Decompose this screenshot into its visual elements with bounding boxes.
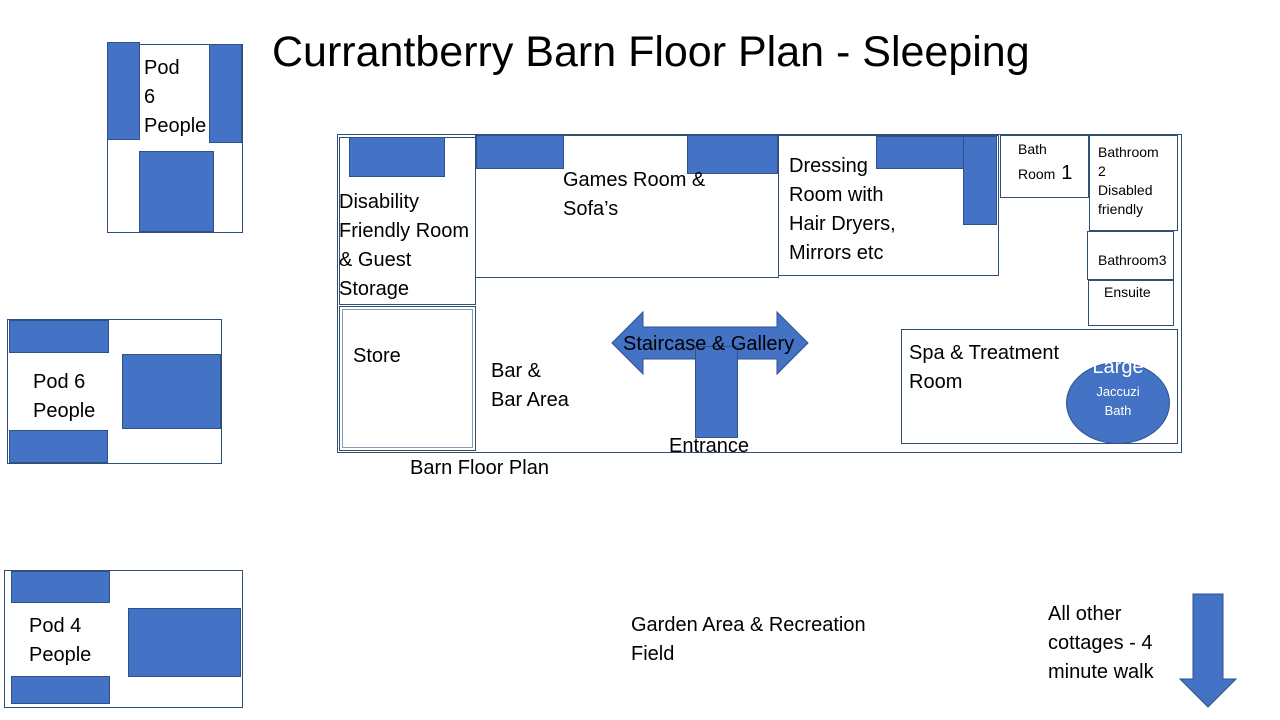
pod-6-top-bed-bottom bbox=[139, 151, 214, 232]
pod-4-bed-top bbox=[11, 571, 110, 603]
pod-6-top-label: Pod 6 People bbox=[144, 57, 207, 137]
bathroom-1 bbox=[1000, 135, 1089, 198]
bathroom-1-label-a: Bath bbox=[1018, 141, 1047, 157]
bathroom-3-label: Bathroom3 bbox=[1098, 252, 1167, 268]
pod-6-middle-bed-bottom bbox=[9, 430, 108, 463]
jacuzzi-large-label: Large bbox=[1092, 356, 1144, 378]
games-room-sofa-right bbox=[687, 135, 778, 174]
disability-room-bed bbox=[349, 137, 445, 177]
store-inner bbox=[342, 309, 473, 448]
store-label: Store bbox=[353, 345, 401, 367]
entrance-label: Entrance bbox=[669, 435, 750, 457]
page-title: Currantberry Barn Floor Plan - Sleeping bbox=[272, 28, 1030, 76]
pod-4-bed-bottom bbox=[11, 676, 110, 704]
jacuzzi-label: Jaccuzi Bath bbox=[1096, 384, 1140, 418]
barn-caption: Barn Floor Plan bbox=[410, 457, 549, 479]
bathroom-3 bbox=[1087, 231, 1174, 280]
pod-4-label: Pod 4 People bbox=[29, 615, 92, 666]
bathroom-2 bbox=[1089, 135, 1178, 231]
staircase-arrow bbox=[611, 310, 809, 376]
garden-label: Garden Area & Recreation Field bbox=[631, 614, 866, 665]
other-cottages-label: All other cottages - 4 minute walk bbox=[1048, 603, 1154, 683]
dressing-room-counter-side bbox=[963, 136, 997, 225]
disability-room-label: Disability Friendly Room & Guest Storage bbox=[339, 191, 470, 300]
bathroom-2-label: Bathroom 2 Disabled friendly bbox=[1098, 144, 1159, 217]
jacuzzi-bath bbox=[1066, 362, 1170, 444]
staircase-label: Staircase & Gallery bbox=[623, 333, 795, 355]
ensuite-label: Ensuite bbox=[1104, 284, 1151, 300]
pod-6-middle-bed-right bbox=[122, 354, 221, 429]
dressing-room-label: Dressing Room with Hair Dryers, Mirrors … bbox=[789, 155, 896, 264]
bar-area-label: Bar & Bar Area bbox=[491, 360, 569, 411]
games-room-sofa-left bbox=[476, 135, 564, 169]
bathroom-1-label-b: Room 1 bbox=[1018, 162, 1073, 184]
pod-6-middle-bed-top bbox=[9, 320, 109, 353]
spa-room-label: Spa & Treatment Room bbox=[909, 342, 1060, 393]
ensuite bbox=[1088, 280, 1174, 326]
entrance-corridor bbox=[695, 346, 738, 438]
pod-6-top-bed-left bbox=[107, 42, 140, 140]
games-room-label: Games Room & Sofa’s bbox=[563, 169, 706, 220]
pod-4-bed-right bbox=[128, 608, 241, 677]
pod-6-middle-label: Pod 6 People bbox=[33, 371, 96, 422]
pod-6-top-bed-right bbox=[209, 44, 242, 143]
down-arrow-icon bbox=[1178, 593, 1238, 708]
